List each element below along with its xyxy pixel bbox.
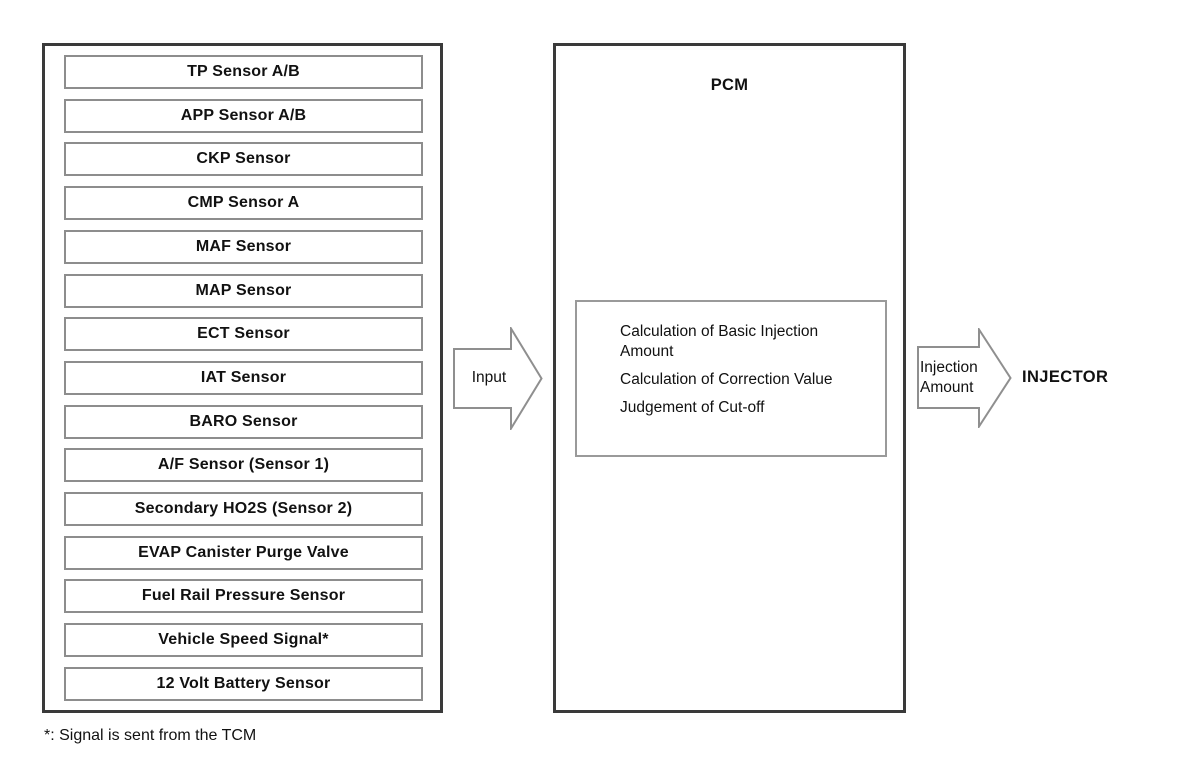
sensor-box-ho2s: Secondary HO2S (Sensor 2) (64, 492, 423, 527)
sensor-label: Fuel Rail Pressure Sensor (141, 587, 346, 605)
injection-amount-arrow: Injection Amount (917, 328, 1012, 428)
sensor-input-panel: TP Sensor A/B APP Sensor A/B CKP Sensor … (42, 43, 443, 713)
sensor-label: APP Sensor A/B (180, 106, 307, 124)
sensor-box-app: APP Sensor A/B (64, 98, 423, 133)
sensor-label: ECT Sensor (197, 325, 290, 343)
sensor-box-af: A/F Sensor (Sensor 1) (64, 448, 423, 483)
sensor-box-map: MAP Sensor (64, 273, 423, 308)
injection-amount-arrow-label: Injection Amount (920, 359, 978, 396)
sensor-label: MAP Sensor (195, 281, 292, 299)
input-arrow: Input (453, 327, 543, 430)
sensor-box-vss: Vehicle Speed Signal* (64, 623, 423, 658)
pcm-function-box: Calculation of Basic Injection Amount Ca… (575, 300, 887, 457)
input-arrow-label: Input (471, 369, 507, 386)
sensor-label: BARO Sensor (189, 412, 298, 430)
pcm-panel: PCM Calculation of Basic Injection Amoun… (553, 43, 906, 713)
footnote-tcm-signal: *: Signal is sent from the TCM (44, 727, 257, 744)
sensor-label: CMP Sensor A (187, 194, 300, 212)
pcm-title: PCM (710, 76, 749, 94)
sensor-label: TP Sensor A/B (187, 63, 300, 80)
sensor-box-tp: TP Sensor A/B (64, 55, 423, 89)
injector-label: INJECTOR (1022, 368, 1109, 386)
sensor-box-ckp: CKP Sensor (64, 142, 423, 177)
sensor-label: Secondary HO2S (Sensor 2) (134, 500, 353, 518)
right-arrow-icon (453, 327, 543, 430)
sensor-label: 12 Volt Battery Sensor (156, 674, 331, 692)
right-arrow-icon (917, 328, 1012, 428)
pcm-function-basic-injection: Calculation of Basic Injection Amount (620, 323, 819, 360)
pcm-function-cutoff-judgement: Judgement of Cut-off (620, 399, 765, 416)
sensor-label: EVAP Canister Purge Valve (138, 543, 349, 561)
sensor-box-baro: BARO Sensor (64, 404, 423, 439)
sensor-label: A/F Sensor (Sensor 1) (157, 456, 330, 474)
sensor-label: CKP Sensor (196, 150, 291, 168)
pcm-function-correction-value: Calculation of Correction Value (620, 371, 833, 388)
sensor-label: IAT Sensor (200, 368, 287, 386)
sensor-box-evap: EVAP Canister Purge Valve (64, 535, 423, 570)
sensor-box-iat: IAT Sensor (64, 360, 423, 395)
sensor-box-fuel-rail: Fuel Rail Pressure Sensor (64, 579, 423, 614)
sensor-label: Vehicle Speed Signal* (158, 631, 329, 649)
sensor-box-maf: MAF Sensor (64, 229, 423, 264)
sensor-box-battery: 12 Volt Battery Sensor (64, 666, 423, 701)
sensor-box-cmp: CMP Sensor A (64, 186, 423, 221)
sensor-box-ect: ECT Sensor (64, 317, 423, 352)
sensor-label: MAF Sensor (195, 237, 292, 255)
